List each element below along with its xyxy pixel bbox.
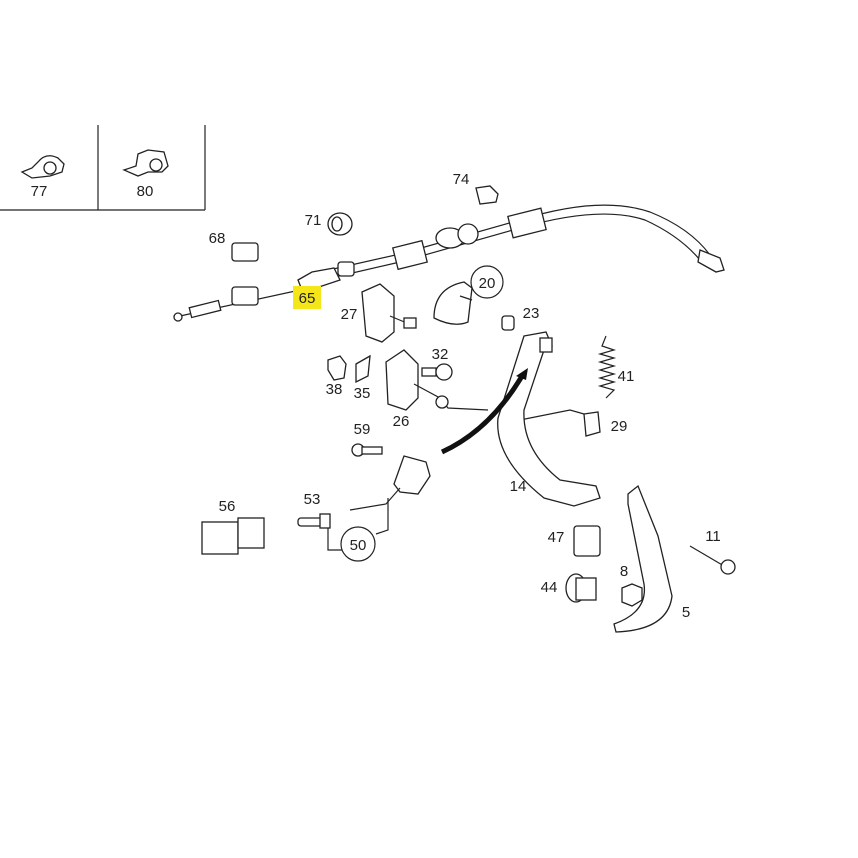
callout-35[interactable]: 35 [354, 385, 371, 402]
callout-5[interactable]: 5 [682, 604, 690, 621]
callout-8[interactable]: 8 [620, 563, 628, 580]
cable-end-adjuster[interactable] [173, 299, 222, 322]
callout-27[interactable]: 27 [341, 306, 358, 323]
pin-53-icon[interactable] [297, 513, 331, 529]
callout-77[interactable]: 77 [31, 183, 48, 200]
callout-11[interactable]: 11 [705, 528, 721, 545]
highlight-box [293, 286, 321, 309]
screw-59-icon[interactable] [351, 443, 383, 457]
pedal-pad-5-icon[interactable] [613, 484, 673, 633]
callout-23[interactable]: 23 [523, 305, 540, 322]
bushing-71-icon[interactable] [327, 212, 353, 236]
grommet-68-icon[interactable] [231, 242, 259, 306]
direction-arrow [440, 368, 528, 455]
callout-20[interactable]: 20 [479, 275, 496, 292]
pin-11-icon[interactable] [689, 545, 736, 575]
callout-74[interactable]: 74 [453, 171, 470, 188]
accelerator-cable[interactable] [179, 204, 725, 317]
callout-26[interactable]: 26 [393, 413, 410, 430]
callout-32[interactable]: 32 [432, 346, 449, 363]
callout-68[interactable]: 68 [209, 230, 226, 247]
clip-74-icon[interactable] [475, 185, 499, 205]
switch-44-icon[interactable] [565, 573, 597, 603]
relay-56-icon[interactable] [201, 517, 265, 555]
inset-table [0, 125, 206, 211]
callout-50[interactable]: 50 [350, 537, 367, 554]
cable-nipple-65-icon[interactable] [297, 261, 355, 291]
bushing-23-icon[interactable] [501, 315, 515, 331]
callout-38[interactable]: 38 [326, 381, 343, 398]
clip-38-icon[interactable] [327, 355, 347, 381]
bearing-block-27-icon[interactable] [361, 283, 417, 343]
callout-53[interactable]: 53 [304, 491, 321, 508]
callout-41[interactable]: 41 [618, 368, 635, 385]
bolt-32-icon[interactable] [421, 363, 453, 381]
callout-44[interactable]: 44 [541, 579, 558, 596]
callout-29[interactable]: 29 [611, 418, 628, 435]
hose-clamp-80-icon[interactable] [122, 149, 169, 177]
bracket-20-icon[interactable] [433, 281, 473, 325]
sensor-connector-icon[interactable] [327, 455, 431, 551]
callout-65[interactable]: 65 [299, 290, 316, 307]
callout-56[interactable]: 56 [219, 498, 236, 515]
callout-47[interactable]: 47 [548, 529, 565, 546]
bearing-block-26-icon[interactable] [385, 349, 489, 411]
callout-14[interactable]: 14 [510, 478, 527, 495]
nut-8-icon[interactable] [621, 583, 643, 607]
clip-29-icon[interactable] [519, 409, 601, 437]
hose-clamp-77-icon[interactable] [20, 155, 65, 179]
callout-59[interactable]: 59 [354, 421, 371, 438]
switch-47-icon[interactable] [573, 525, 601, 557]
spring-41-icon[interactable] [597, 335, 617, 399]
plate-35-icon[interactable] [355, 354, 371, 384]
callout-80[interactable]: 80 [137, 183, 154, 200]
callout-71[interactable]: 71 [305, 212, 322, 229]
